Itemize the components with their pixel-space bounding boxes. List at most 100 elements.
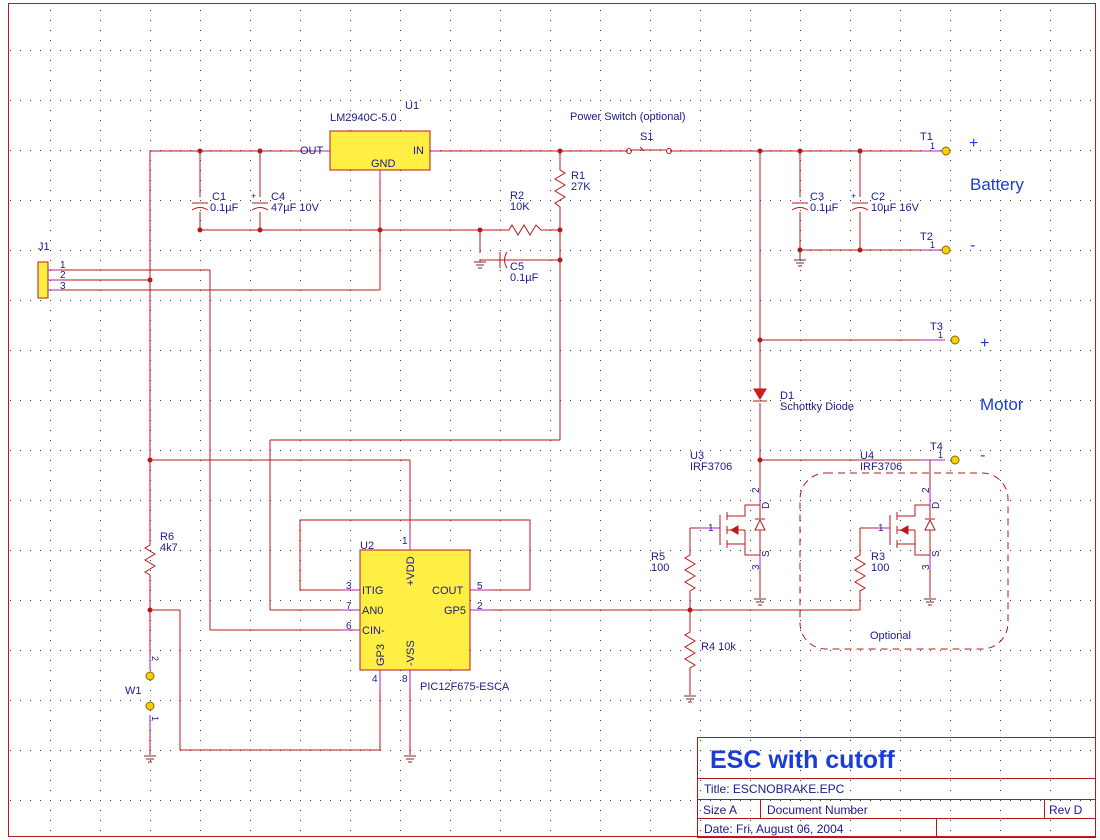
j1-ref: J1 xyxy=(38,241,50,253)
t1-ref: T1 xyxy=(920,131,933,143)
c4-polarity: + xyxy=(251,191,256,201)
title-block-size-cell: Size A xyxy=(697,799,761,819)
u4-pin1: 1 xyxy=(878,523,884,534)
u2-pin-an0: AN0 xyxy=(362,605,383,617)
title-heading: ESC with cutoff xyxy=(710,746,895,774)
s1-label: Power Switch (optional) xyxy=(570,111,686,123)
title-block-rev-cell: Rev D xyxy=(1044,799,1096,819)
title-date: Date: Fri, August 06, 2004 xyxy=(704,822,844,836)
capacitor-c5 xyxy=(480,251,508,269)
motor-plus: + xyxy=(980,335,989,352)
u1-pin-gnd: GND xyxy=(371,158,396,170)
switch-s1 xyxy=(626,146,672,154)
title-rev: Rev D xyxy=(1049,803,1083,817)
u2-value: PIC12F675-ESCA xyxy=(420,681,510,693)
r2-value: 10K xyxy=(510,201,530,213)
r2-ref: R2 xyxy=(510,190,524,202)
capacitor-c3 xyxy=(791,202,809,211)
resistor-r2 xyxy=(505,224,545,236)
u2-num-5: 5 xyxy=(477,581,483,592)
u2-ref: U2 xyxy=(360,540,374,552)
j1-pin2: 2 xyxy=(60,270,66,281)
w1-pin2: 2 xyxy=(150,656,160,661)
capacitor-c4 xyxy=(251,202,269,211)
r5-ref: R5 xyxy=(651,551,665,563)
u2-num-4: 4 xyxy=(372,674,378,685)
u2-num-2: 2 xyxy=(477,601,483,612)
u1-ref: U1 xyxy=(405,100,419,112)
r3-ref: R3 xyxy=(871,551,885,563)
title-doc-number: Document Number xyxy=(767,803,868,817)
r3-value: 100 xyxy=(871,562,889,574)
u1-pin-in: IN xyxy=(413,145,424,157)
motor-minus: - xyxy=(980,447,985,464)
u3-pin3: 3 xyxy=(751,564,762,570)
c2-polarity: + xyxy=(851,191,856,201)
j1-pin3: 3 xyxy=(60,281,66,292)
u2-pin-vdd: +VDD xyxy=(405,556,417,586)
u3-value: IRF3706 xyxy=(690,461,732,473)
t4-ref: T4 xyxy=(930,441,943,453)
c4-ref: C4 xyxy=(271,191,285,203)
title-filename: Title: ESCNOBRAKE.EPC xyxy=(704,782,845,796)
optional-region xyxy=(799,472,1009,650)
optional-label: Optional xyxy=(870,630,911,642)
battery-plus: + xyxy=(969,135,978,152)
r5-value: 100 xyxy=(651,562,669,574)
w1-contacts xyxy=(145,671,155,711)
c3-value: 0.1µF xyxy=(810,202,839,214)
j1-pins xyxy=(48,269,60,291)
u2-pin-cin: CIN- xyxy=(362,625,385,637)
u2-num-3: 3 xyxy=(346,581,352,592)
mosfet-u4 xyxy=(889,504,936,556)
u1-body xyxy=(329,130,431,171)
t2-ref: T2 xyxy=(920,231,933,243)
title-block-date-cell: Date: Fri, August 06, 2004 xyxy=(697,818,937,838)
u4-pin3: 3 xyxy=(921,564,932,570)
wires xyxy=(60,150,945,755)
u2-pin-gp3: GP3 xyxy=(375,644,387,666)
u3-pin2: 2 xyxy=(751,487,762,493)
u2-pin-itig: ITIG xyxy=(362,585,383,597)
r4-ref: R4 10k xyxy=(701,641,736,653)
c4-value: 47µF 10V xyxy=(271,202,320,214)
title-block-title-cell: Title: ESCNOBRAKE.EPC xyxy=(697,778,1096,800)
u4-value: IRF3706 xyxy=(860,461,902,473)
c5-ref: C5 xyxy=(510,261,524,273)
title-block-docnum-cell: Document Number xyxy=(760,799,1045,819)
ground-symbols xyxy=(144,250,936,763)
u1-pin-out: OUT xyxy=(300,145,324,157)
u2-body xyxy=(359,549,471,671)
c3-ref: C3 xyxy=(810,191,824,203)
r6-value: 4k7 xyxy=(160,542,178,554)
j1-pin1: 1 xyxy=(60,260,66,271)
u3-pin1: 1 xyxy=(708,523,714,534)
j1-body xyxy=(37,261,49,299)
resistor-r1 xyxy=(554,165,566,210)
u2-pin-vss: -VSS xyxy=(405,640,417,666)
t2-pin: 1 xyxy=(930,240,935,250)
resistor-r6 xyxy=(144,530,156,576)
u2-pin-cout: COUT xyxy=(432,585,463,597)
w1-ref: W1 xyxy=(125,685,142,697)
motor-label: Motor xyxy=(980,395,1024,414)
battery-minus: - xyxy=(970,237,975,254)
u2-num-8: 8 xyxy=(402,674,408,685)
title-size: Size A xyxy=(703,803,738,817)
pin-stubs xyxy=(149,150,945,730)
u4-d: D xyxy=(931,502,942,509)
battery-label: Battery xyxy=(970,175,1024,194)
r1-value: 27K xyxy=(571,181,591,193)
title-block-empty-cell xyxy=(936,818,1096,838)
u2-num-7: 7 xyxy=(346,601,352,612)
u3-s: S xyxy=(761,550,772,557)
u4-pin2: 2 xyxy=(921,487,932,493)
junctions xyxy=(147,148,863,613)
u4-s: S xyxy=(931,550,942,557)
sheet-border xyxy=(8,3,1096,837)
w1-pin1: 1 xyxy=(150,716,160,721)
c2-value: 10µF 16V xyxy=(871,202,920,214)
t3-pin: 1 xyxy=(938,330,943,340)
